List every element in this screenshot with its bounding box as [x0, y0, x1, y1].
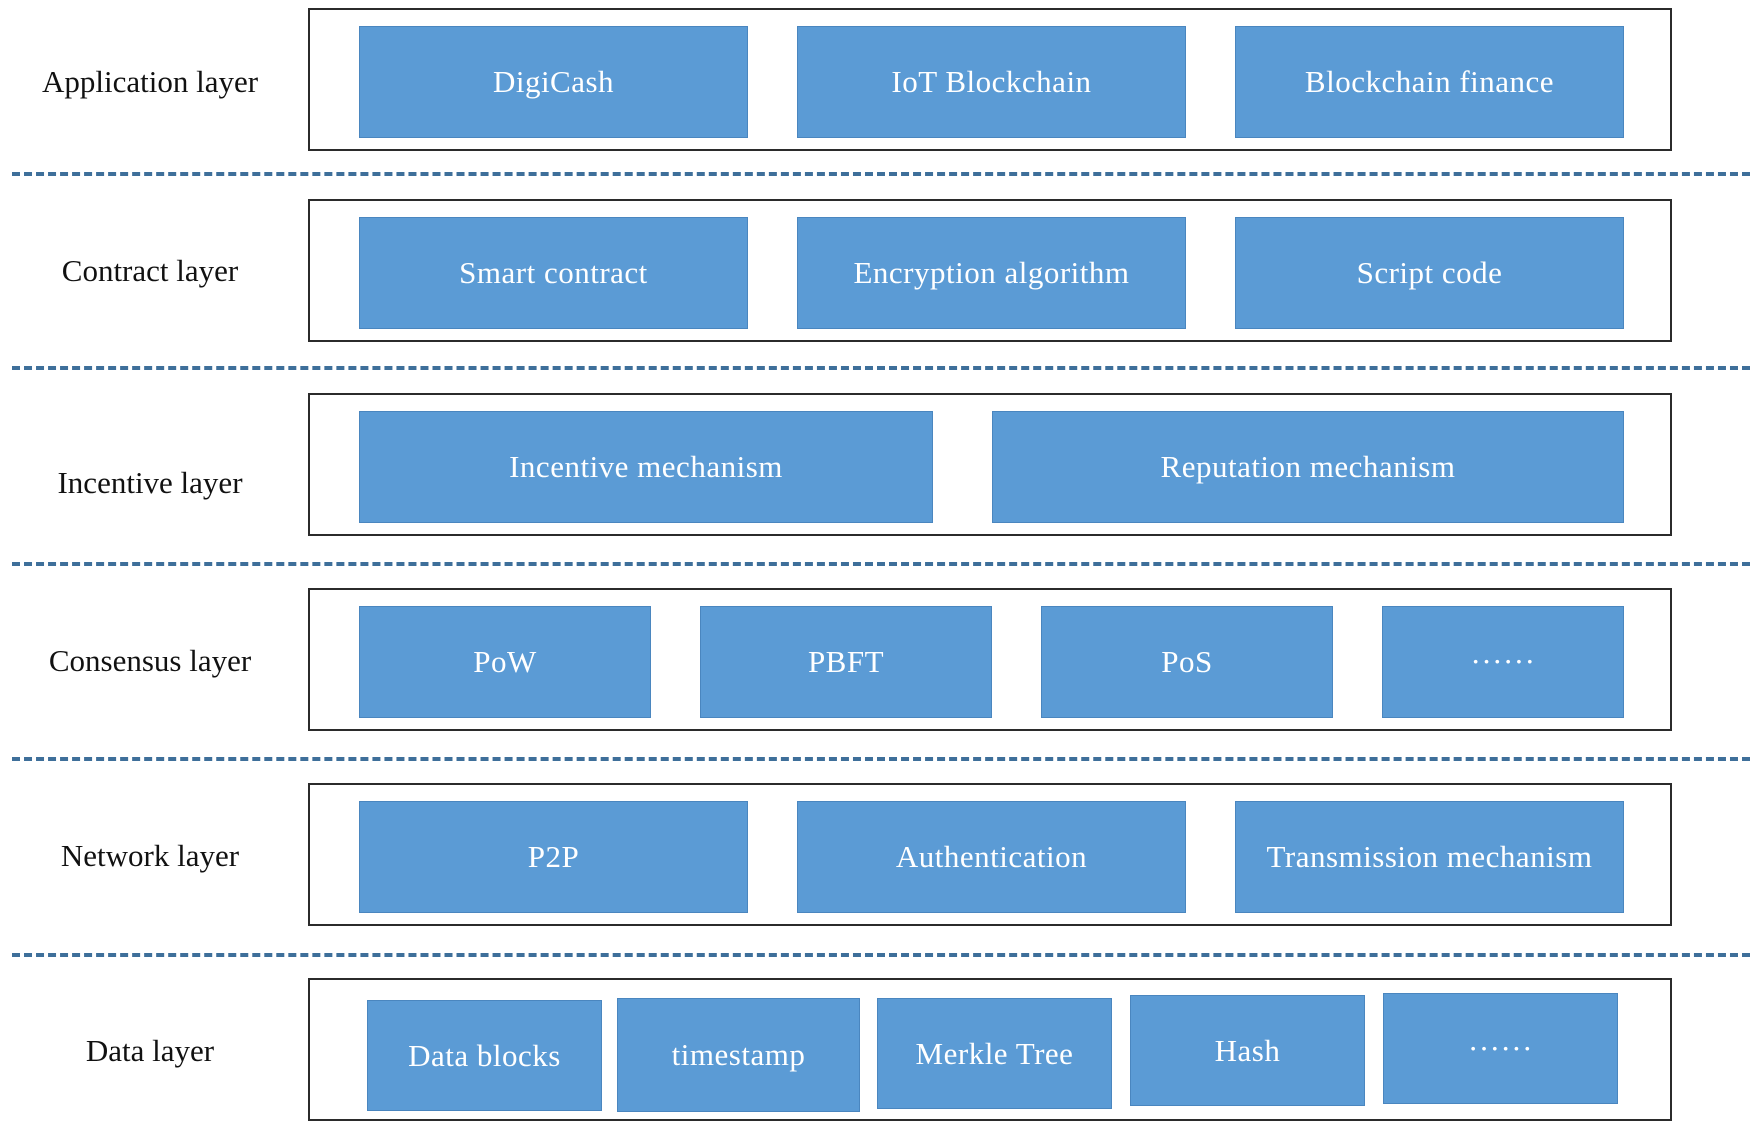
layer-label-network: Network layer: [60, 838, 240, 873]
application-layer-frame: DigiCash IoT Blockchain Blockchain finan…: [308, 8, 1672, 151]
layer-label-contract: Contract layer: [61, 253, 239, 288]
consensus-item-pow: PoW: [359, 606, 651, 718]
layer-separator: [12, 953, 1750, 957]
data-item-data-blocks: Data blocks: [367, 1000, 602, 1111]
data-item-ellipsis: ······: [1383, 993, 1618, 1104]
contract-layer-frame: Smart contract Encryption algorithm Scri…: [308, 199, 1672, 342]
consensus-item-pos: PoS: [1041, 606, 1333, 718]
incentive-item-reputation-mechanism: Reputation mechanism: [992, 411, 1624, 523]
consensus-item-ellipsis: ······: [1382, 606, 1624, 718]
layer-label-incentive: Incentive layer: [57, 465, 243, 500]
incentive-layer-frame: Incentive mechanism Reputation mechanism: [308, 393, 1672, 536]
incentive-item-incentive-mechanism: Incentive mechanism: [359, 411, 933, 523]
network-item-transmission-mechanism: Transmission mechanism: [1235, 801, 1624, 913]
application-item-blockchain-finance: Blockchain finance: [1235, 26, 1624, 138]
data-item-merkle-tree: Merkle Tree: [877, 998, 1112, 1109]
layer-separator: [12, 366, 1750, 370]
network-item-p2p: P2P: [359, 801, 748, 913]
data-item-timestamp: timestamp: [617, 998, 860, 1112]
application-item-digicash: DigiCash: [359, 26, 748, 138]
network-layer-frame: P2P Authentication Transmission mechanis…: [308, 783, 1672, 926]
layer-separator: [12, 757, 1750, 761]
layer-separator: [12, 172, 1750, 176]
layer-label-consensus: Consensus layer: [48, 643, 252, 678]
contract-item-smart-contract: Smart contract: [359, 217, 748, 329]
layer-label-application: Application layer: [41, 64, 259, 99]
data-item-hash: Hash: [1130, 995, 1365, 1106]
data-layer-frame: Data blocks timestamp Merkle Tree Hash ·…: [308, 978, 1672, 1121]
contract-item-script-code: Script code: [1235, 217, 1624, 329]
application-item-iot-blockchain: IoT Blockchain: [797, 26, 1186, 138]
contract-item-encryption-algorithm: Encryption algorithm: [797, 217, 1186, 329]
consensus-layer-frame: PoW PBFT PoS ······: [308, 588, 1672, 731]
layer-separator: [12, 562, 1750, 566]
layer-label-data: Data layer: [85, 1033, 215, 1068]
network-item-authentication: Authentication: [797, 801, 1186, 913]
consensus-item-pbft: PBFT: [700, 606, 992, 718]
